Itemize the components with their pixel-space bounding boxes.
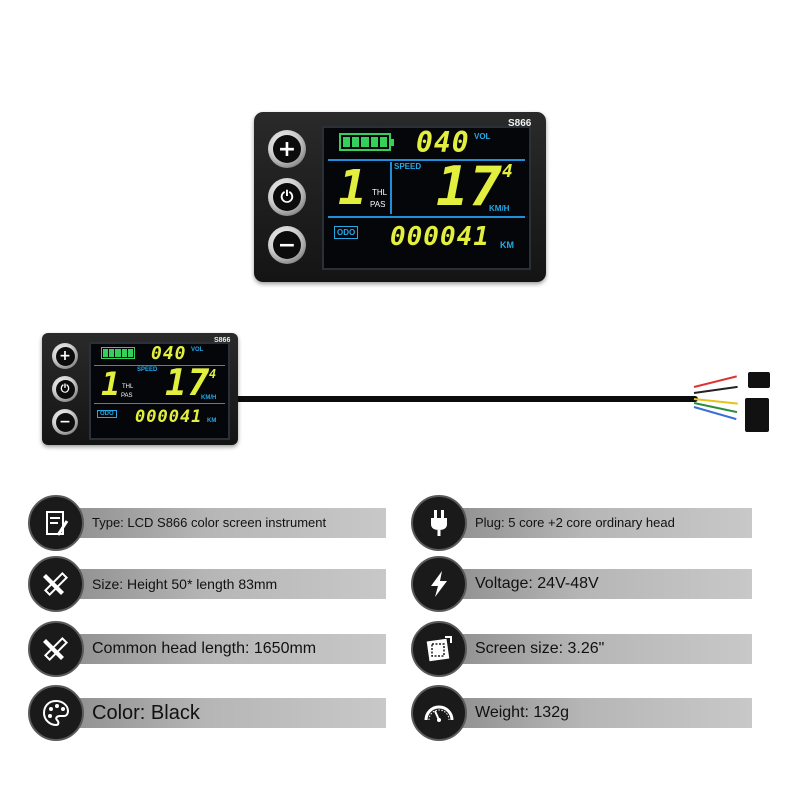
spec-screen-size: Screen size: 3.26" xyxy=(411,621,752,679)
spec-voltage: Voltage: 24V-48V xyxy=(411,556,752,614)
wires xyxy=(693,375,748,424)
document-icon xyxy=(28,495,84,551)
ruler-pencil-icon xyxy=(28,556,84,612)
palette-icon xyxy=(28,685,84,741)
vertical-divider xyxy=(390,162,392,214)
power-button[interactable]: ⏻ xyxy=(52,376,78,402)
thl-label: THL xyxy=(122,384,134,390)
spec-text: Voltage: 24V-48V xyxy=(475,575,599,592)
spec-type: Type: LCD S866 color screen instrument xyxy=(28,495,386,553)
connector-2pin xyxy=(748,372,770,388)
model-label: S866 xyxy=(214,337,231,344)
spec-head-length: Common head length: 1650mm xyxy=(28,621,386,679)
speed-integer: 17 xyxy=(436,155,504,218)
thl-label: THL xyxy=(372,188,388,197)
display-device-large: + ⏻ − S866 040 VOL 1 THL PAS SPEED 17 4 … xyxy=(254,112,546,282)
plus-button[interactable]: + xyxy=(268,130,306,168)
spec-text: Weight: 132g xyxy=(475,704,569,721)
voltage-unit: VOL xyxy=(191,347,204,353)
power-button[interactable]: ⏻ xyxy=(268,178,306,216)
battery-icon xyxy=(101,347,135,359)
voltage-unit: VOL xyxy=(474,132,491,141)
speed-label: SPEED xyxy=(137,367,158,373)
spec-text: Color: Black xyxy=(92,702,200,724)
cable xyxy=(232,396,698,402)
odo-label: ODO xyxy=(334,226,359,239)
lcd-screen: 040 VOL 1 THL PAS SPEED 17 4 KM/H ODO 00… xyxy=(89,342,230,440)
odometer-unit: KM xyxy=(207,418,217,424)
lightning-icon xyxy=(411,556,467,612)
minus-button[interactable]: − xyxy=(268,226,306,264)
odometer-unit: KM xyxy=(500,240,514,250)
speed-decimal: 4 xyxy=(209,367,218,381)
minus-button[interactable]: − xyxy=(52,409,78,435)
spec-text: Plug: 5 core +2 core ordinary head xyxy=(475,515,675,530)
battery-icon xyxy=(339,133,394,151)
spec-text: Size: Height 50* length 83mm xyxy=(92,576,278,592)
voltage-reading: 040 xyxy=(416,126,470,159)
ruler-pencil-icon xyxy=(28,621,84,677)
pas-label: PAS xyxy=(121,393,133,399)
plug-icon xyxy=(411,495,467,551)
spec-text: Common head length: 1650mm xyxy=(92,640,317,657)
assist-level: 1 xyxy=(338,160,368,216)
spec-plug: Plug: 5 core +2 core ordinary head xyxy=(411,495,752,553)
odo-label: ODO xyxy=(97,410,117,418)
speed-integer: 17 xyxy=(165,363,211,404)
spec-text: Screen size: 3.26" xyxy=(475,640,605,657)
voltage-reading: 040 xyxy=(151,343,187,364)
divider xyxy=(94,365,225,366)
assist-level: 1 xyxy=(101,365,122,403)
spec-size: Size: Height 50* length 83mm xyxy=(28,556,386,614)
screen-size-icon xyxy=(411,621,467,677)
pas-label: PAS xyxy=(370,200,386,209)
model-label: S866 xyxy=(508,118,532,129)
divider xyxy=(94,403,225,404)
divider xyxy=(328,216,525,218)
connector-5pin xyxy=(745,398,769,432)
spec-weight: Weight: 132g xyxy=(411,685,752,743)
spec-text: Type: LCD S866 color screen instrument xyxy=(92,515,327,530)
divider xyxy=(328,159,525,161)
odometer-reading: 000041 xyxy=(390,222,490,252)
plus-button[interactable]: + xyxy=(52,343,78,369)
display-device-small: + ⏻ − S866 040 VOL 1 THL PAS SPEED 17 4 … xyxy=(42,333,238,445)
scale-icon xyxy=(411,685,467,741)
lcd-screen: 040 VOL 1 THL PAS SPEED 17 4 KM/H ODO 00… xyxy=(322,126,531,270)
speed-label: SPEED xyxy=(394,162,422,171)
speed-decimal: 4 xyxy=(502,161,514,182)
odometer-reading: 000041 xyxy=(135,407,203,427)
spec-color: Color: Black xyxy=(28,685,386,743)
speed-unit: KM/H xyxy=(201,395,217,401)
speed-unit: KM/H xyxy=(489,204,510,213)
